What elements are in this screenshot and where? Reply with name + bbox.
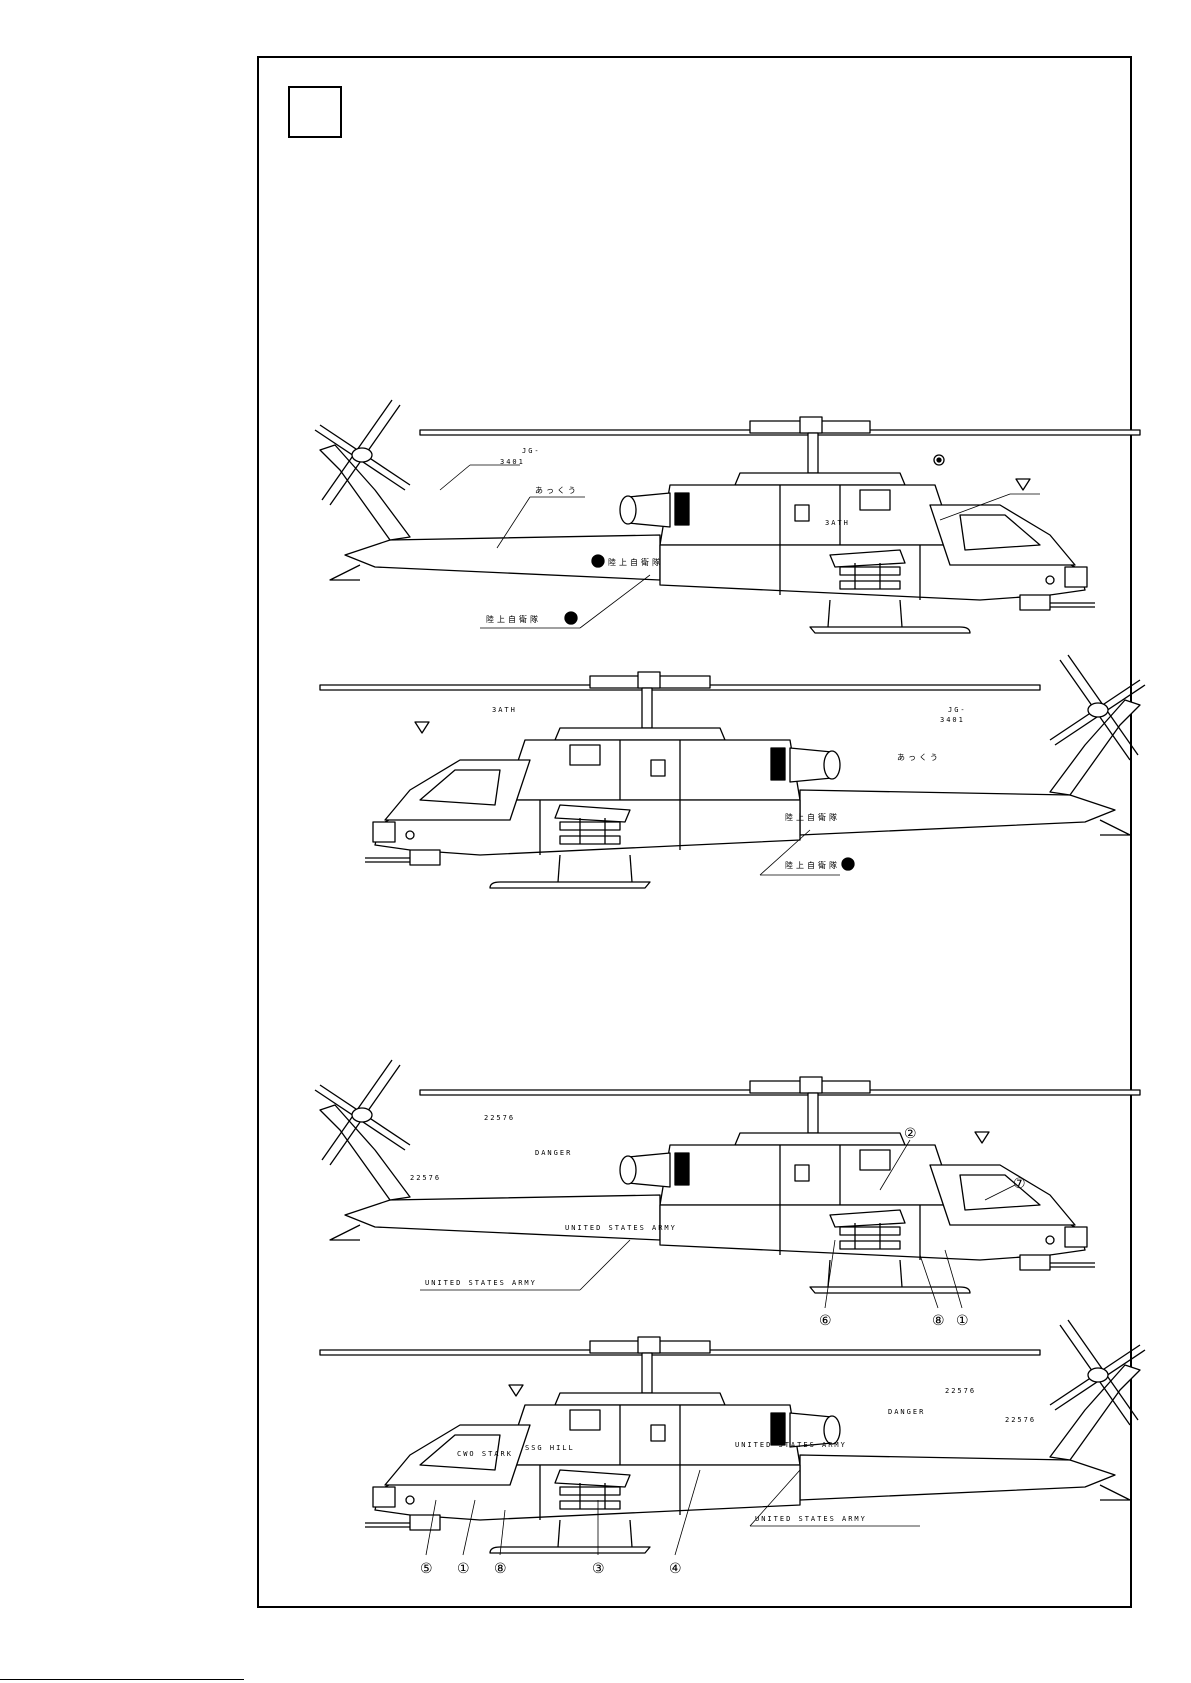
hinomaru-icon [592,555,604,567]
unit-label: 3ATH [492,706,517,714]
warning-triangle-icon [509,1385,523,1396]
hinomaru-icon [565,612,577,624]
callout-number: ⑤ [420,1561,433,1577]
page-rule [0,1679,244,1680]
callout-number: ⑧ [494,1561,507,1577]
marking-callout: 陸上自衛隊 [486,614,541,624]
tail-band-label: あっくう [535,486,579,495]
serial-label: JG- [948,706,967,714]
callout-number: ⑥ [819,1313,832,1329]
callout-number: ② [904,1126,917,1142]
serial-label: JG- [522,447,541,455]
callout-number: ① [457,1561,470,1577]
danger-label: DANGER [535,1149,572,1157]
callout-number: ⑧ [932,1313,945,1329]
callout-number: ① [956,1313,969,1329]
marking-callout: UNITED STATES ARMY [425,1279,537,1287]
callout-number: ⑦ [1013,1176,1026,1192]
serial-label: 22576 [484,1114,515,1122]
callout-number: ④ [669,1561,682,1577]
fuselage-marking: 陸上自衛隊 [785,812,840,822]
warning-triangle-icon [415,722,429,733]
callout-number: ③ [592,1561,605,1577]
tail-band-label: あっくう [897,753,941,762]
danger-label: DANGER [888,1408,925,1416]
serial-label: 22576 [410,1174,441,1182]
jgsdf-heli-left [320,655,1145,888]
usarmy-heli-left [320,1320,1145,1553]
fuselage-marking: UNITED STATES ARMY [565,1224,677,1232]
fuselage-marking: 陸上自衛隊 [608,557,663,567]
fuselage-marking: UNITED STATES ARMY [735,1441,847,1449]
serial-label: 22576 [1005,1416,1036,1424]
marking-callout: UNITED STATES ARMY [755,1515,867,1523]
hinomaru-icon [842,858,854,870]
serial-label: 22576 [945,1387,976,1395]
jgsdf-heli-right [315,400,1140,633]
unit-label: 3ATH [825,519,850,527]
warning-triangle-icon [975,1132,989,1143]
crew-name-label: SSG HILL [525,1444,575,1452]
marking-callout: 陸上自衛隊 [785,860,840,870]
serial-label: 3401 [940,716,965,724]
crew-name-label: CWO STARK [457,1450,513,1458]
warning-triangle-icon [1016,479,1030,490]
